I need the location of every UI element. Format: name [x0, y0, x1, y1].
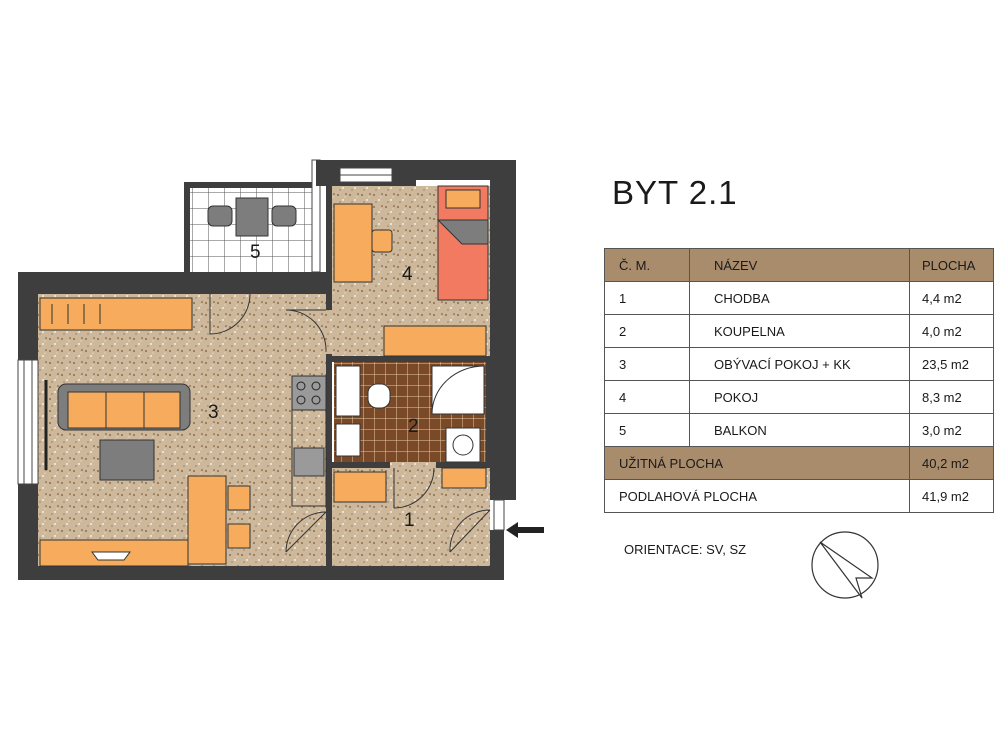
usable-area-row: UŽITNÁ PLOCHA 40,2 m2 [604, 446, 994, 480]
room-label-1: 1 [404, 510, 415, 531]
sofa-icon [57, 383, 191, 431]
room-legend-table: Č. M. NÁZEV PLOCHA 1 CHODBA 4,4 m2 2 KOU… [604, 248, 994, 513]
table-header-row: Č. M. NÁZEV PLOCHA [604, 248, 994, 282]
hall-shoe-cabinet [441, 467, 487, 489]
balcony-table-icon [207, 197, 297, 237]
row-num: 2 [604, 314, 690, 348]
room-label-3: 3 [208, 402, 219, 423]
row-name: BALKON [689, 413, 910, 447]
compass [811, 531, 879, 599]
windows [17, 167, 505, 531]
row-num: 5 [604, 413, 690, 447]
entrance-arrow-icon [506, 522, 544, 538]
desk [333, 203, 373, 283]
usable-area-value: 40,2 m2 [909, 446, 994, 480]
row-name: POKOJ [689, 380, 910, 414]
floor-area-row: PODLAHOVÁ PLOCHA 41,9 m2 [604, 479, 994, 513]
toilet-icon [367, 383, 391, 409]
washing-machine-icon [445, 427, 481, 463]
kitchen-upper-cabinets [39, 297, 193, 331]
door-swing [449, 509, 491, 553]
row-area: 8,3 m2 [909, 380, 994, 414]
row-num: 1 [604, 281, 690, 315]
row-name: OBÝVACÍ POKOJ + KK [689, 347, 910, 381]
floor-plan: 3 4 2 1 5 [17, 159, 544, 580]
stove-icon [291, 375, 327, 411]
header-area: PLOCHA [909, 248, 994, 282]
kitchen-sink-icon [293, 447, 325, 477]
floor-area-label: PODLAHOVÁ PLOCHA [604, 479, 910, 513]
row-area: 4,4 m2 [909, 281, 994, 315]
door-swing [285, 309, 327, 351]
door-swing [209, 293, 251, 335]
desk-chair-icon [371, 229, 393, 253]
door-swing [393, 467, 435, 509]
shelf-marks [51, 304, 101, 324]
table-row: 4 POKOJ 8,3 m2 [604, 380, 994, 414]
table-row: 1 CHODBA 4,4 m2 [604, 281, 994, 315]
header-num: Č. M. [604, 248, 690, 282]
row-area: 3,0 m2 [909, 413, 994, 447]
table-row: 5 BALKON 3,0 m2 [604, 413, 994, 447]
row-num: 3 [604, 347, 690, 381]
header-name: NÁZEV [689, 248, 910, 282]
usable-area-label: UŽITNÁ PLOCHA [604, 446, 910, 480]
tv-icon [91, 551, 131, 561]
room-label-5: 5 [250, 242, 261, 263]
row-num: 4 [604, 380, 690, 414]
washbasin-icon [335, 423, 361, 457]
table-row: 3 OBÝVACÍ POKOJ + KK 23,5 m2 [604, 347, 994, 381]
compass-arrow-icon [819, 541, 874, 599]
shower-icon [431, 365, 485, 415]
bathtub-icon [335, 365, 361, 417]
room-label-4: 4 [402, 264, 413, 285]
apartment-title: BYT 2.1 [612, 174, 738, 211]
door-swing [285, 511, 327, 553]
row-name: CHODBA [689, 281, 910, 315]
row-name: KOUPELNA [689, 314, 910, 348]
bar-stool-icon [227, 485, 251, 511]
row-area: 23,5 m2 [909, 347, 994, 381]
row-area: 4,0 m2 [909, 314, 994, 348]
kitchen-counter [187, 475, 227, 565]
room-label-2: 2 [408, 416, 419, 437]
coffee-table-icon [99, 439, 155, 481]
bed-icon [436, 185, 489, 301]
wardrobe [383, 325, 487, 357]
floor-area-value: 41,9 m2 [909, 479, 994, 513]
hall-cabinet [333, 471, 387, 503]
kitchen-counter-side [291, 409, 327, 507]
orientation-text: ORIENTACE: SV, SZ [624, 542, 747, 557]
table-row: 2 KOUPELNA 4,0 m2 [604, 314, 994, 348]
bar-stool-icon [227, 523, 251, 549]
